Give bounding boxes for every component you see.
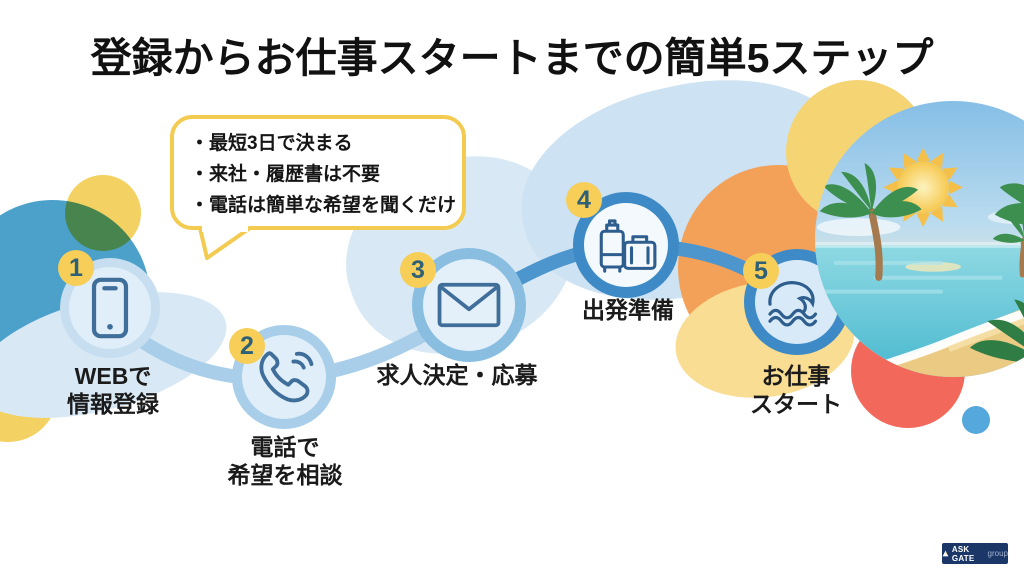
bubble-line-1: ・最短3日で決まる: [190, 133, 353, 154]
logo-brand-text: ASK GATE: [951, 544, 975, 563]
logo-suffix-text: group: [987, 549, 1008, 558]
speech-bubble-tail: [198, 226, 252, 260]
yellow-circle-blob-topleft: [65, 175, 141, 251]
step-label-1-line2: 情報登録: [67, 390, 159, 417]
step-label-1-line1: WEBで: [74, 363, 152, 389]
step-label-5-line2: スタート: [750, 390, 842, 417]
step-number-badge-3: 3: [400, 252, 436, 288]
step-label-2: 電話で 希望を相談: [228, 434, 343, 489]
step-number-badge-2: 2: [229, 328, 265, 364]
step-label-1: WEBで 情報登録: [67, 363, 159, 418]
step-label-2-line1: 電話で: [250, 434, 320, 460]
step-label-3-line1: 求人決定・応募: [376, 362, 538, 388]
step-number-badge-4: 4: [566, 182, 602, 218]
envelope-icon: [437, 282, 501, 328]
phone-call-icon: [259, 351, 314, 403]
step-label-2-line2: 希望を相談: [227, 461, 343, 488]
beach-illustration: [814, 100, 1024, 378]
step-label-3: 求人決定・応募: [377, 362, 538, 390]
wave-icon: [768, 281, 818, 327]
speech-bubble: ・最短3日で決まる ・来社・履歴書は不要 ・電話は簡単な希望を聞くだけ: [170, 115, 466, 230]
step-label-4-line1: 出発準備: [582, 297, 674, 323]
logo-triangle-icon: [942, 550, 949, 557]
smartphone-icon: [91, 277, 129, 339]
luggage-icon: [599, 219, 657, 273]
small-blue-dot: [962, 406, 990, 434]
step-number-badge-5: 5: [743, 253, 779, 289]
step-number-badge-1: 1: [58, 250, 94, 286]
step-circle-3: [412, 248, 526, 362]
company-logo: ASK GATE group: [942, 543, 1008, 564]
bubble-line-2: ・来社・履歴書は不要: [190, 164, 381, 185]
page-title: 登録からお仕事スタートまでの簡単5ステップ: [90, 35, 934, 81]
step-label-4: 出発準備: [582, 297, 674, 325]
bubble-line-3: ・電話は簡単な希望を聞くだけ: [190, 195, 457, 216]
